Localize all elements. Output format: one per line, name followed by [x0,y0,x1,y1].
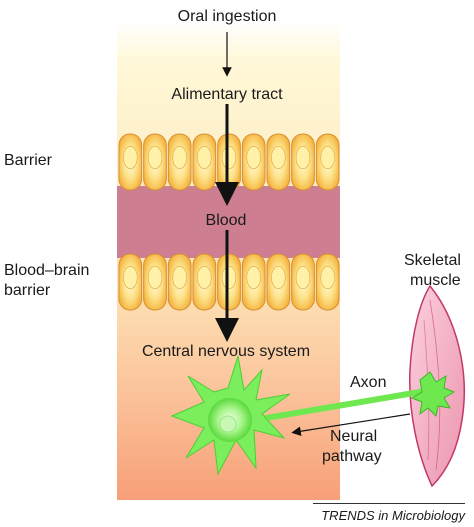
blood-brain-barrier-label-line2: barrier [4,282,51,299]
blood-brain-barrier-label-line1: Blood–brain [4,262,90,279]
cell-nucleus [147,266,163,290]
cell-nucleus [295,266,311,290]
cell-nucleus [172,266,187,290]
cell-nucleus [123,266,138,290]
cell-nucleus [320,146,335,170]
cell-nucleus [147,146,163,170]
axon-fiber [251,387,435,423]
cell-nucleus [197,146,212,170]
cell-nucleus [221,146,237,170]
cell-nucleus [246,266,261,290]
cell-nucleus [246,146,261,170]
skeletal-muscle-label-line2: muscle [410,272,461,289]
central-nervous-system-label: Central nervous system [141,343,311,360]
neural-pathway-arrow [291,413,411,436]
neuromuscular-junction-icon [410,371,456,418]
skeletal-muscle-label-line1: Skeletal [404,252,461,269]
cell-nucleus [123,146,138,170]
neural-pathway-label-line1: Neural [330,428,378,445]
barrier-label: Barrier [4,152,53,169]
neuron-icon [170,355,291,476]
axon-label: Axon [350,374,387,391]
oral-ingestion-label: Oral ingestion [177,8,277,25]
cell-nucleus [295,146,311,170]
cell-nucleus [320,266,335,290]
blood-brain-barrier-cell-layer [118,253,340,311]
blood-label: Blood [205,212,247,229]
barrier-cell-layer [118,133,340,191]
cell-nucleus [271,266,286,290]
cell-nucleus [197,266,212,290]
neural-pathway-label-line2: pathway [322,448,382,465]
cell-nucleus [221,266,237,290]
cell-nucleus [172,146,187,170]
source-credit: TRENDS in Microbiology [313,503,465,523]
alimentary-tract-label: Alimentary tract [171,86,283,103]
cell-nucleus [271,146,286,170]
